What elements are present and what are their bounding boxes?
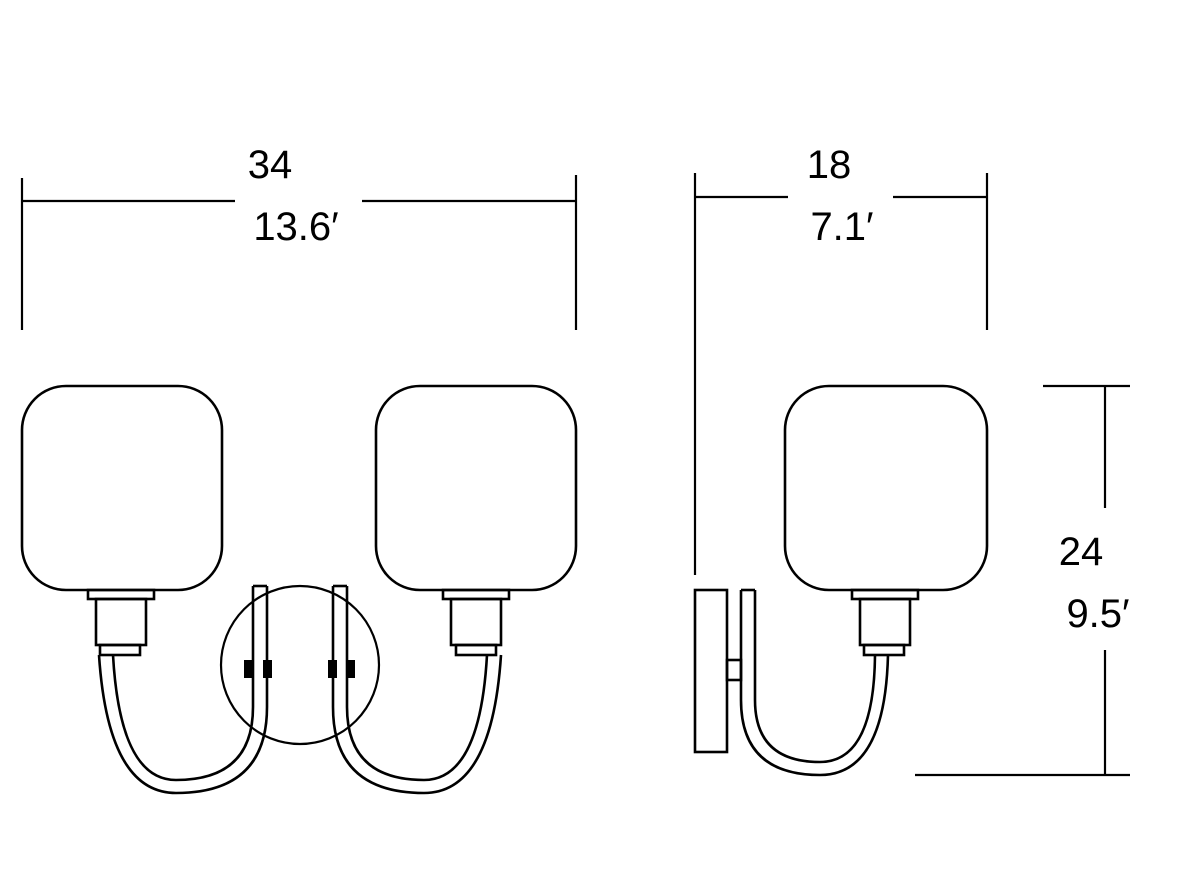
screw-left xyxy=(244,660,253,678)
mounting-stub xyxy=(725,658,743,682)
width-feet: 13.6′ xyxy=(253,205,338,249)
screw-right-2 xyxy=(346,660,355,678)
socket-left-base xyxy=(98,643,142,657)
width-value: 34 xyxy=(248,143,293,187)
side-socket-base xyxy=(862,643,906,657)
height-value: 24 xyxy=(1059,530,1104,574)
socket-right xyxy=(449,597,503,647)
socket-right-base xyxy=(454,643,498,657)
side-arm-outer xyxy=(739,590,890,777)
depth-feet: 7.1′ xyxy=(810,205,873,249)
side-socket xyxy=(858,597,912,647)
socket-left xyxy=(94,597,148,647)
arm-right-outer xyxy=(345,586,489,782)
side-socket-collar xyxy=(850,588,920,601)
height-feet: 9.5′ xyxy=(1066,592,1129,636)
depth-value: 18 xyxy=(807,143,852,187)
wall-plate xyxy=(693,588,729,754)
width-dimension: 34 13.6′ xyxy=(20,143,578,330)
arm-left-inner xyxy=(97,586,269,795)
arm-left-outer xyxy=(111,586,255,782)
side-shade xyxy=(783,384,989,592)
arm-right-inner xyxy=(331,586,503,795)
side-arm-inner xyxy=(753,590,877,764)
backplate xyxy=(219,584,381,746)
front-view xyxy=(20,384,578,795)
socket-right-collar xyxy=(441,588,511,601)
shade-right xyxy=(374,384,578,592)
side-view xyxy=(693,384,989,777)
height-dimension: 24 9.5′ xyxy=(915,384,1130,777)
depth-dimension: 18 7.1′ xyxy=(693,143,989,575)
shade-left xyxy=(20,384,224,592)
socket-left-collar xyxy=(86,588,156,601)
